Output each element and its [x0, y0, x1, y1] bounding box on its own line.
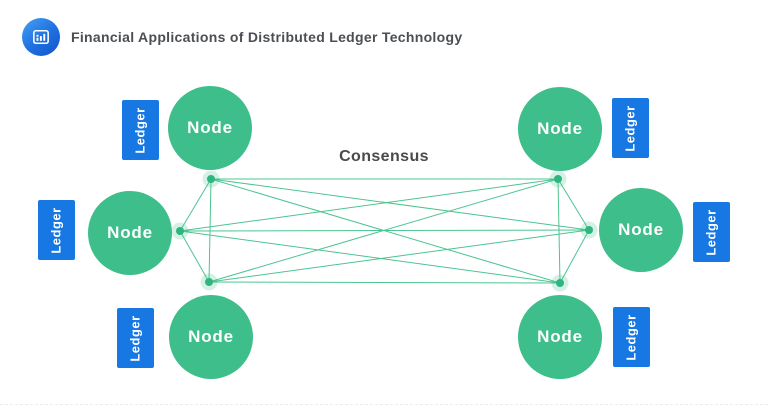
- ledger-label: Ledger: [49, 206, 64, 254]
- ledger-label: Ledger: [133, 106, 148, 154]
- ledger-box-right-middle: Ledger: [693, 202, 730, 262]
- mesh-connection-dots: [171, 170, 598, 292]
- consensus-label: Consensus: [339, 148, 429, 165]
- bar-chart-icon: [30, 26, 52, 48]
- ledger-box-left-top: Ledger: [122, 100, 159, 160]
- ledger-label: Ledger: [128, 314, 143, 362]
- node-circle-bottom-right: Node: [518, 295, 602, 379]
- ledger-label: Ledger: [624, 313, 639, 361]
- ledger-box-right-bottom: Ledger: [613, 307, 650, 367]
- page-title: Financial Applications of Distributed Le…: [71, 29, 463, 45]
- node-circle-top-left: Node: [168, 86, 252, 170]
- ledger-label: Ledger: [623, 104, 638, 152]
- node-circle-top-right: Node: [518, 87, 602, 171]
- bottom-divider: [0, 404, 768, 405]
- node-circle-bottom-left: Node: [169, 295, 253, 379]
- ledger-box-left-middle: Ledger: [38, 200, 75, 260]
- mesh-edges: [179, 178, 590, 284]
- ledger-box-left-bottom: Ledger: [117, 308, 154, 368]
- node-circle-middle-right: Node: [599, 188, 683, 272]
- header: Financial Applications of Distributed Le…: [22, 18, 462, 56]
- ledger-label: Ledger: [704, 208, 719, 256]
- node-circle-middle-left: Node: [88, 191, 172, 275]
- ledger-box-right-top: Ledger: [612, 98, 649, 158]
- app-logo: [22, 18, 60, 56]
